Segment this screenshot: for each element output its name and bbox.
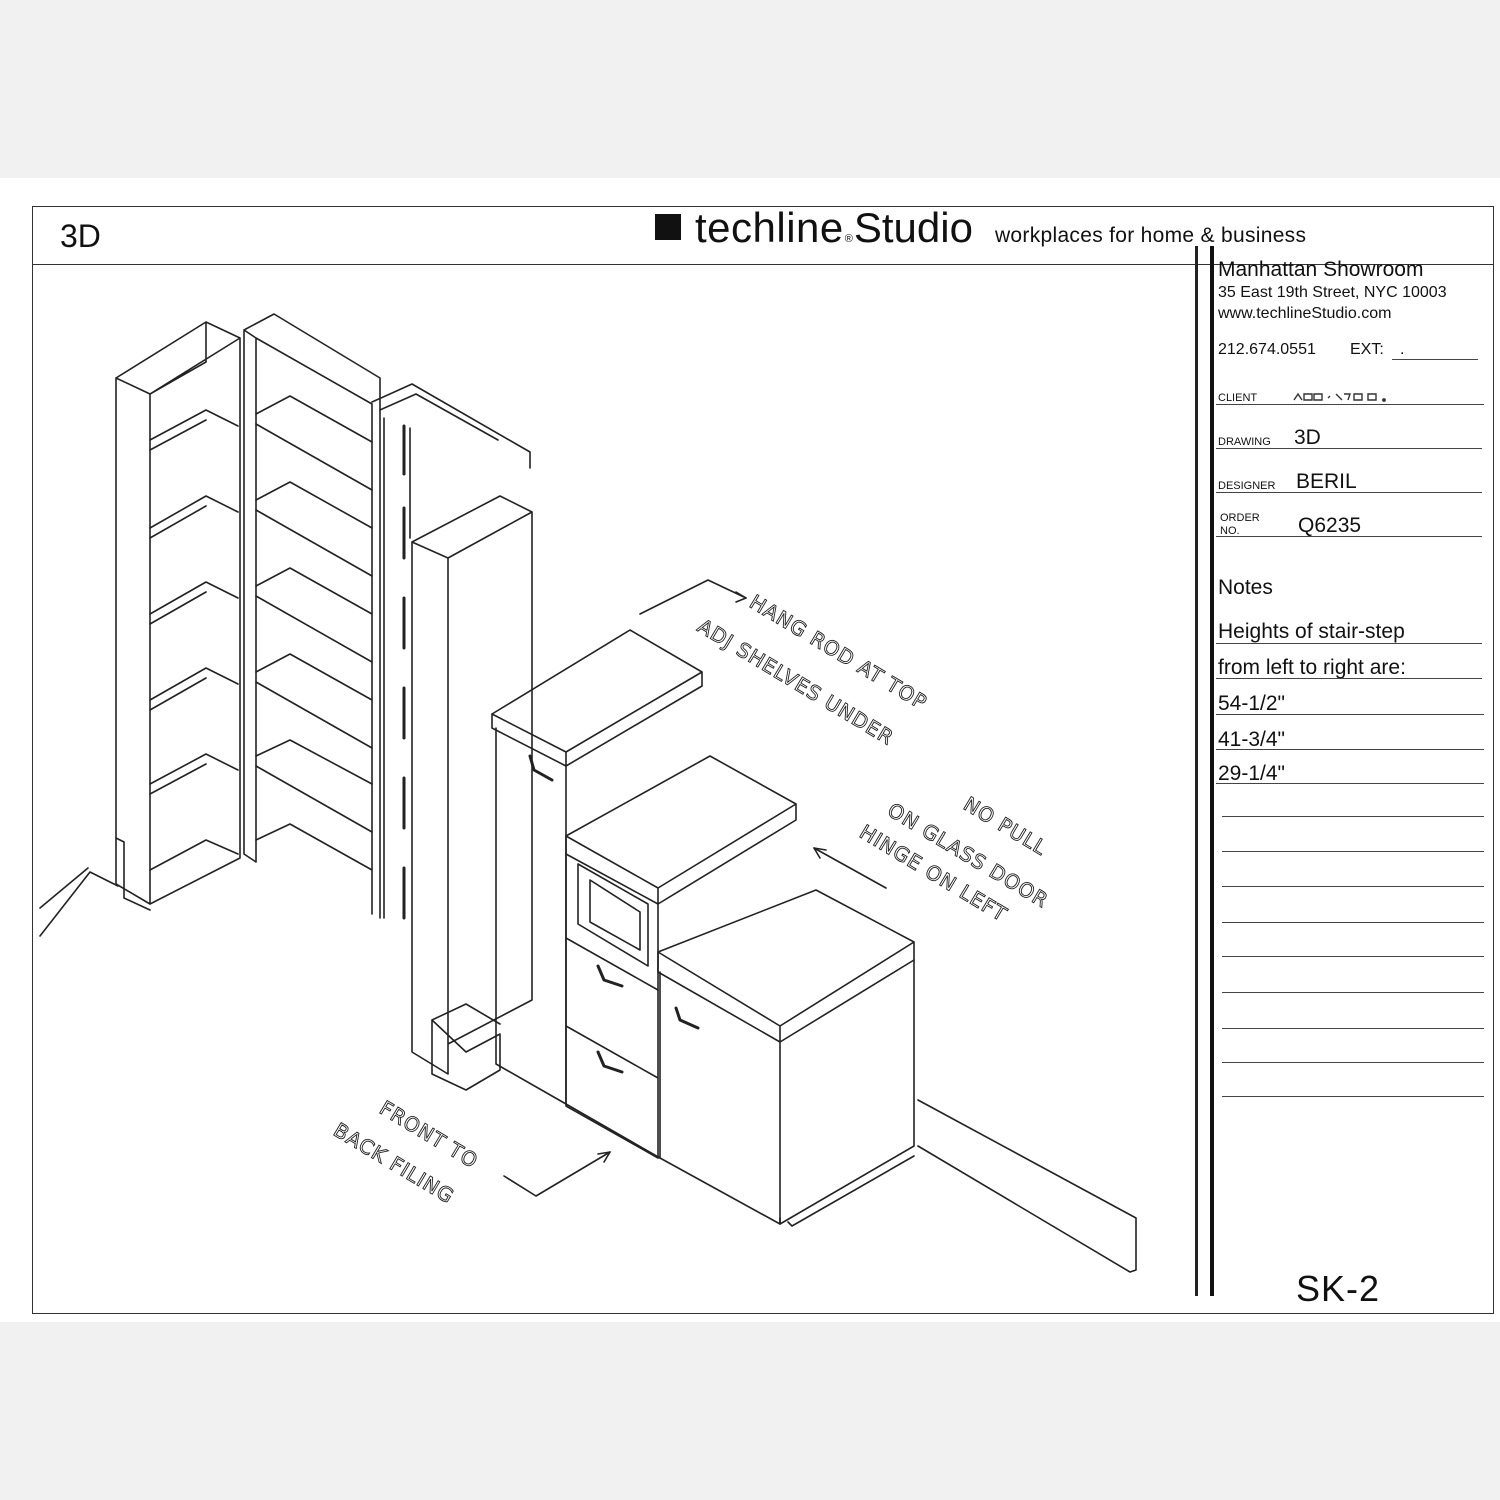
microwave-cubby — [565, 853, 659, 991]
no-pull-arrow — [813, 847, 887, 889]
note-rule-blank — [1222, 851, 1484, 852]
order-value: Q6235 — [1298, 514, 1362, 537]
note-rule — [1216, 643, 1482, 644]
title-block-rule — [1195, 246, 1198, 1296]
end-panel — [411, 495, 533, 1075]
ext-line — [1392, 359, 1478, 360]
showroom-website[interactable]: www.techlineStudio.com — [1218, 305, 1392, 322]
note-line-1: Heights of stair-step — [1218, 620, 1405, 643]
designer-label: DESIGNER — [1218, 480, 1276, 492]
no-pull-arrowhead — [813, 847, 827, 859]
hang-rod-arrow — [639, 579, 747, 615]
brand-tagline: workplaces for home & business — [994, 224, 1307, 247]
wall-floor-line-2 — [39, 867, 89, 909]
designer-value: BERIL — [1296, 470, 1357, 493]
sheet-number: SK-2 — [1296, 1268, 1381, 1309]
title-block: Manhattan Showroom 35 East 19th Street, … — [1192, 246, 1492, 1309]
note-rule-blank — [1222, 816, 1484, 817]
drawing-field-value: 3D — [1294, 426, 1321, 449]
drawing-sheet: 3D techline ® Studio workplaces for home… — [0, 178, 1500, 1322]
short-step — [657, 889, 915, 1043]
note-line-3: 54-1/2" — [1218, 692, 1285, 715]
notes-label: Notes — [1218, 576, 1273, 599]
end-panel-base — [431, 1003, 501, 1091]
short-step-body — [659, 959, 915, 1225]
file-drawers — [565, 937, 659, 1159]
drawing-field-label: DRAWING — [1218, 436, 1271, 448]
drawing-line — [1216, 448, 1482, 449]
bookcase-b-shelves — [255, 395, 373, 871]
filing-arrow — [503, 1151, 611, 1197]
brand-logo: techline ® Studio workplaces for home & … — [655, 204, 1306, 252]
hang-rod-arrowhead — [735, 591, 747, 603]
note-rule-blank — [1222, 1062, 1484, 1063]
brand-name: techline — [695, 204, 844, 251]
pantry-cabinet-body — [495, 727, 661, 1159]
drawing-frame — [32, 206, 1494, 1314]
note-line-5: 29-1/4" — [1218, 762, 1285, 785]
brand-square-icon — [655, 214, 681, 240]
drawer-pull-1 — [596, 964, 624, 988]
client-label: CLIENT — [1218, 392, 1258, 404]
header-rule — [32, 264, 1494, 265]
filing-arrowhead — [597, 1151, 611, 1163]
note-rule-blank — [1222, 922, 1484, 923]
designer-line — [1216, 492, 1482, 493]
brand-studio: Studio — [853, 204, 973, 251]
note-rule — [1216, 749, 1484, 750]
client-line — [1216, 404, 1484, 405]
ext-value: . — [1400, 341, 1405, 358]
bookcase-a-base — [115, 837, 151, 911]
pantry-pull — [528, 754, 554, 782]
note-rule — [1216, 678, 1482, 679]
bookcase-a-shelves — [149, 409, 239, 871]
note-line-4: 41-3/4" — [1218, 728, 1285, 751]
middle-step — [565, 755, 797, 905]
floor-line-right — [917, 1099, 1137, 1273]
ext-label: EXT: — [1350, 341, 1384, 358]
title-block-rule-heavy — [1210, 246, 1214, 1296]
showroom-name: Manhattan Showroom — [1218, 258, 1424, 281]
wall-floor-line — [39, 871, 119, 937]
note-rule — [1216, 714, 1484, 715]
note-rule-blank — [1222, 1028, 1484, 1029]
brand-registered-mark: ® — [844, 233, 853, 245]
order-line — [1216, 536, 1482, 537]
client-value-redacted — [1293, 392, 1386, 402]
showroom-address: 35 East 19th Street, NYC 10003 — [1218, 284, 1447, 301]
note-rule-blank — [1222, 992, 1484, 993]
note-rule-blank — [1222, 886, 1484, 887]
furniture-drawing: HANG ROD AT TOP ADJ SHELVES UNDER NO PUL… — [39, 313, 1137, 1273]
bookcase-c — [371, 383, 531, 469]
pantry-cabinet — [491, 629, 703, 767]
order-no-label: NO. — [1220, 525, 1240, 537]
note-rule — [1216, 783, 1484, 784]
note-rule-blank — [1222, 956, 1484, 957]
bookcase-b — [243, 313, 381, 919]
short-step-pull — [674, 1006, 700, 1030]
drawer-pull-2 — [596, 1050, 624, 1074]
drawing-label: 3D — [60, 218, 101, 254]
short-step-base — [779, 1155, 915, 1227]
showroom-phone: 212.674.0551 — [1218, 341, 1316, 358]
note-line-2: from left to right are: — [1218, 656, 1406, 679]
bookcase-c-glass — [383, 417, 411, 919]
bookcase-a — [115, 321, 241, 905]
order-label: ORDER — [1220, 512, 1260, 524]
note-rule-blank — [1222, 1096, 1484, 1097]
